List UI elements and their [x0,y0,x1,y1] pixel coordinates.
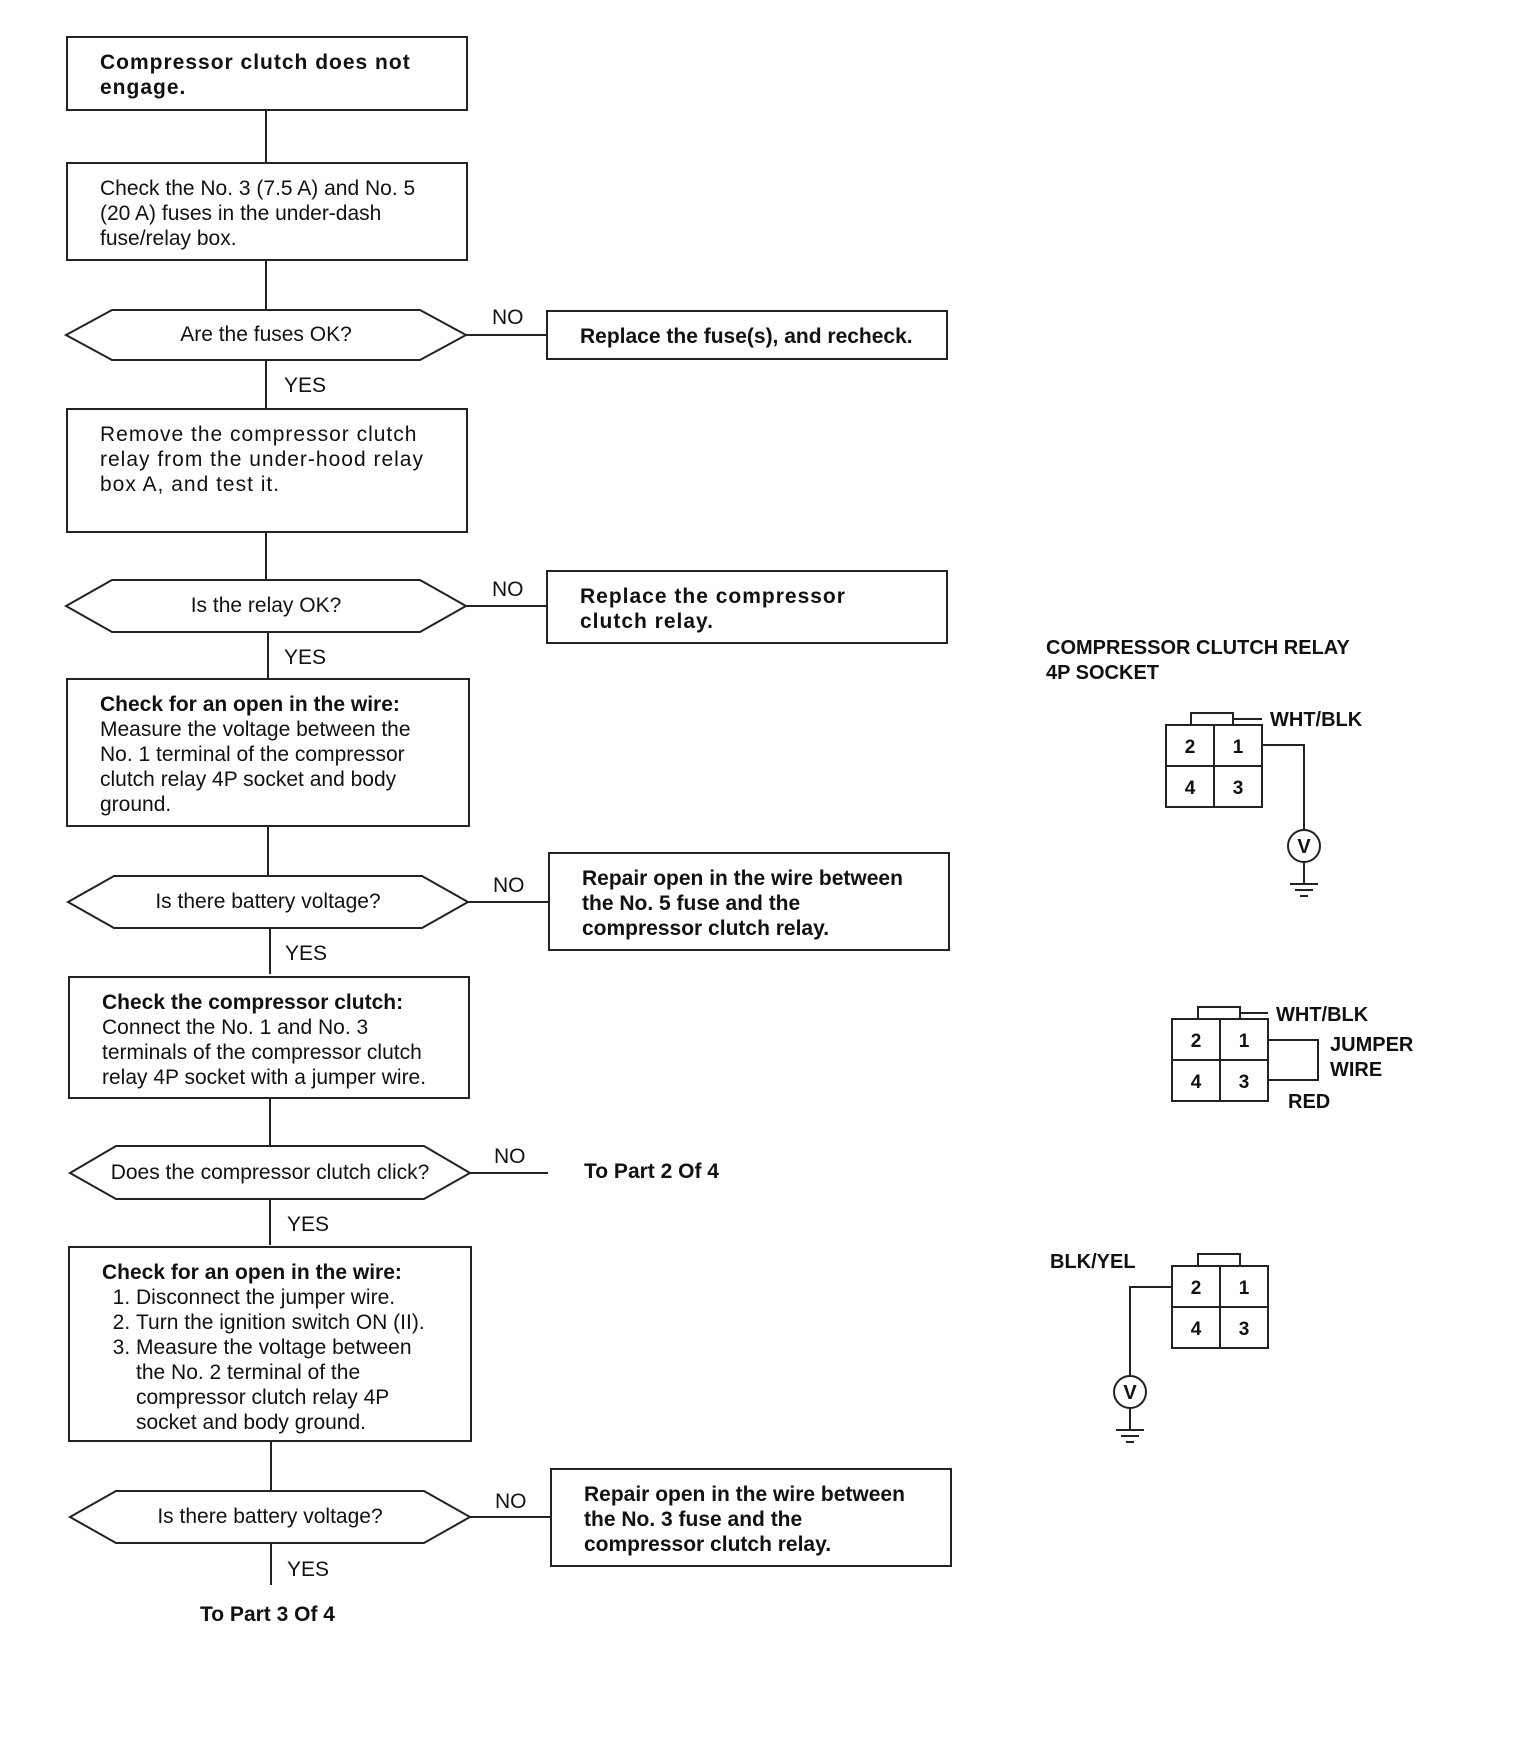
wire-color-label: BLK/YEL [1050,1251,1136,1273]
socket-1-probe-wire [1262,744,1305,830]
fix-relay-box: Replace the compressor clutch relay. [546,570,948,644]
yes-label: YES [284,374,327,397]
socket-3-latch [1197,1253,1241,1267]
pin-label: 3 [1239,1319,1250,1340]
jumper-wire-line2: WIRE [1330,1059,1383,1081]
pin-label: 4 [1191,1072,1202,1093]
no-label: NO [492,578,524,601]
remove-relay-text: Remove the compressor clutch relay from … [100,423,424,496]
pin-label: 3 [1233,778,1244,799]
decision-voltage1-text: Is there battery voltage? [155,890,381,913]
pin-label: 1 [1239,1031,1250,1052]
check-clutch-heading: Check the compressor clutch: [102,991,404,1014]
to-part3-label: To Part 3 Of 4 [200,1603,335,1626]
pin-label: 3 [1239,1072,1250,1093]
check-open2-step: Disconnect the jumper wire. [136,1285,438,1310]
remove-relay-box: Remove the compressor clutch relay from … [66,408,468,533]
wire-color-label: RED [1288,1091,1331,1113]
fix-open1-text: Repair open in the wire between the No. … [582,867,903,940]
check-open2-step: Measure the voltage between the No. 2 te… [136,1335,438,1435]
fix-open1-box: Repair open in the wire between the No. … [548,852,950,951]
pin-label: 2 [1185,737,1196,758]
yes-label: YES [285,942,328,965]
check-open2-steps: Disconnect the jumper wire. Turn the ign… [102,1285,438,1435]
pin-label: 4 [1191,1319,1202,1340]
socket-1-latch [1190,712,1234,726]
decision-click-shape [67,1145,473,1200]
decision-fuses-shape [63,309,469,361]
decision-voltage2-shape [67,1490,473,1544]
check-open1-box: Check for an open in the wire: Measure t… [66,678,470,827]
pin-label: 2 [1191,1278,1202,1299]
check-open1-body: Measure the voltage between the No. 1 te… [100,718,411,816]
socket-title: COMPRESSOR CLUTCH RELAY 4P SOCKET [1046,636,1350,686]
no-label: NO [495,1490,527,1513]
wire-color-label: WHT/BLK [1270,709,1363,731]
decision-click-text: Does the compressor clutch click? [110,1161,430,1184]
yes-label: YES [287,1213,330,1236]
no-label: NO [493,874,525,897]
check-open1-heading: Check for an open in the wire: [100,693,400,716]
start-text: Compressor clutch does not engage. [100,51,411,99]
pin-label: 2 [1191,1031,1202,1052]
voltmeter-label: V [1123,1382,1137,1404]
fix-fuses-text: Replace the fuse(s), and recheck. [580,325,913,348]
jumper-wire-label: JUMPER WIRE [1330,1033,1413,1083]
wire-color-label: WHT/BLK [1276,1004,1369,1026]
yes-label: YES [284,646,327,669]
check-open2-heading: Check for an open in the wire: [102,1261,402,1284]
check-clutch-body: Connect the No. 1 and No. 3 terminals of… [102,1016,427,1089]
no-label: NO [494,1145,526,1168]
check-open2-step: Turn the ignition switch ON (II). [136,1310,438,1335]
decision-relay-shape [63,579,469,633]
check-open2-box: Check for an open in the wire: Disconnec… [68,1246,472,1442]
socket-2-latch [1197,1006,1241,1020]
fix-open2-box: Repair open in the wire between the No. … [550,1468,952,1567]
jumper-wire-line1: JUMPER [1330,1034,1414,1056]
decision-fuses-text: Are the fuses OK? [180,323,352,346]
decision-relay-text: Is the relay OK? [190,594,342,617]
check-fuses-text: Check the No. 3 (7.5 A) and No. 5 (20 A)… [100,177,416,250]
socket-3-probe-wire [1129,1286,1172,1376]
jumper-wire [1268,1039,1319,1081]
yes-label: YES [287,1558,330,1581]
decision-voltage2-text: Is there battery voltage? [157,1505,383,1528]
to-part2-label: To Part 2 Of 4 [584,1160,719,1183]
start-box: Compressor clutch does not engage. [66,36,468,111]
check-clutch-box: Check the compressor clutch: Connect the… [68,976,470,1099]
no-label: NO [492,306,524,329]
pin-label: 4 [1185,778,1196,799]
check-fuses-box: Check the No. 3 (7.5 A) and No. 5 (20 A)… [66,162,468,261]
socket-title-line1: COMPRESSOR CLUTCH RELAY [1046,637,1350,659]
decision-voltage1-shape [65,875,471,929]
fix-open2-text: Repair open in the wire between the No. … [584,1483,905,1556]
pin-label: 1 [1233,737,1244,758]
voltmeter-label: V [1297,836,1311,858]
fix-relay-text: Replace the compressor clutch relay. [580,585,846,633]
socket-title-line2: 4P SOCKET [1046,662,1159,684]
pin-label: 1 [1239,1278,1250,1299]
fix-fuses-box: Replace the fuse(s), and recheck. [546,310,948,360]
